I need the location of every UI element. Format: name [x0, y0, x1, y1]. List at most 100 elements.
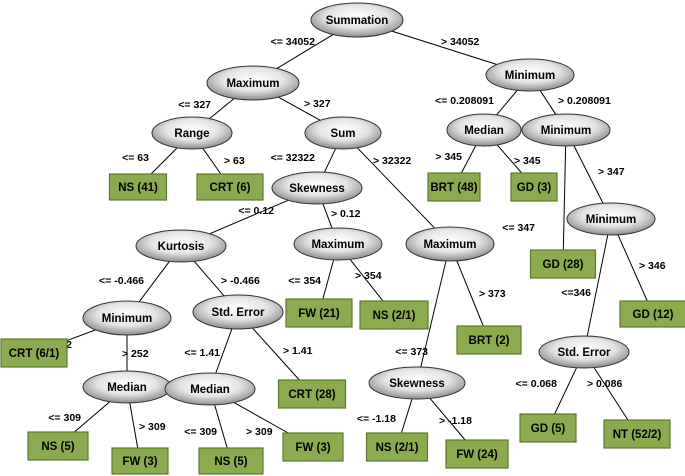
- edge-minimum-3-to-std-error-2: [586, 234, 609, 337]
- node-label: Minimum: [102, 313, 152, 325]
- leaf-box: [277, 379, 347, 409]
- edge-median-3-to-leaf-ns-5-b: [214, 404, 228, 449]
- edge-std-error-2-to-leaf-nt-52-2: [593, 367, 629, 421]
- leaf-box: [285, 298, 353, 328]
- leaf-node-leaf-gd-28: GD (28): [529, 249, 597, 279]
- split-node-minimum-3: Minimum: [566, 202, 656, 236]
- split-node-minimum-4: Minimum: [82, 300, 172, 336]
- node-label: Median: [464, 125, 504, 137]
- node-label: GD (28): [543, 259, 584, 271]
- edge-median-1-to-leaf-brt-48: [460, 145, 477, 174]
- node-label: Std. Error: [557, 347, 611, 359]
- split-ellipse: [151, 116, 233, 150]
- split-node-maximum-2: Maximum: [293, 227, 383, 261]
- split-ellipse: [485, 58, 575, 92]
- split-node-maximum-3: Maximum: [405, 226, 495, 262]
- edges-layer: [66, 30, 648, 449]
- leaf-node-leaf-crt-6-1: CRT (6/1): [0, 338, 68, 368]
- split-ellipse: [446, 113, 522, 147]
- leaf-box: [111, 447, 169, 475]
- split-node-range: Range: [151, 116, 233, 150]
- edge-labels-layer: <= 34052> 34052<= 327> 327<= 0.208091> 0…: [39, 36, 665, 438]
- split-node-std-error-2: Std. Error: [538, 335, 630, 369]
- node-label: NS (2/1): [376, 442, 419, 454]
- edge-median-2-to-leaf-ns-5-a: [74, 401, 111, 433]
- edge-maximum-3-to-leaf-brt-2: [456, 260, 484, 327]
- leaf-node-leaf-gd-5: GD (5): [519, 413, 577, 443]
- split-node-summation: Summation: [310, 2, 404, 38]
- leaf-box: [510, 172, 558, 202]
- edge-sum-to-maximum-3: [356, 147, 436, 229]
- split-ellipse: [521, 113, 611, 147]
- leaf-node-leaf-crt-28: CRT (28): [277, 379, 347, 409]
- edge-label-maximum-1-to-range: <= 327: [178, 99, 211, 111]
- node-label: NS (5): [41, 441, 74, 453]
- edge-maximum-3-to-skewness-2: [420, 260, 447, 368]
- split-ellipse: [310, 2, 404, 38]
- edge-range-to-leaf-ns-41: [150, 147, 178, 175]
- leaf-node-leaf-crt-6: CRT (6): [196, 173, 264, 201]
- leaf-box: [108, 173, 168, 201]
- edge-label-median-2-to-leaf-fw-3-a: > 309: [139, 421, 166, 433]
- edge-median-2-to-leaf-fw-3-a: [129, 402, 139, 449]
- edge-sum-to-skewness-1: [324, 148, 337, 173]
- edge-label-maximum-2-to-leaf-ns-2-1-a: > 354: [355, 270, 382, 282]
- edge-label-skewness-2-to-leaf-ns-2-1-b: <= -1.18: [357, 413, 396, 425]
- node-label: Range: [174, 128, 209, 140]
- edge-minimum-1-to-minimum-2: [539, 90, 557, 115]
- edge-summation-to-minimum-1: [391, 30, 498, 65]
- split-node-median-3: Median: [164, 372, 256, 406]
- node-label: CRT (6): [210, 182, 251, 194]
- edge-skewness-2-to-leaf-ns-2-1-b: [400, 398, 413, 434]
- edge-summation-to-maximum-1: [276, 34, 334, 69]
- node-label: Median: [190, 384, 230, 396]
- node-label: Minimum: [505, 70, 555, 82]
- leaf-node-leaf-brt-2: BRT (2): [456, 325, 522, 355]
- edge-label-kurtosis-to-std-error-1: > -0.466: [221, 275, 260, 287]
- split-ellipse: [135, 229, 227, 263]
- leaf-box: [198, 447, 264, 475]
- leaf-node-leaf-ns-41: NS (41): [108, 173, 168, 201]
- split-node-median-1: Median: [446, 113, 522, 147]
- edge-label-std-error-2-to-leaf-gd-5: <= 0.068: [516, 378, 558, 390]
- edge-skewness-2-to-leaf-fw-24: [429, 398, 466, 441]
- node-label: CRT (6/1): [9, 348, 60, 360]
- edge-label-maximum-1-to-sum: > 327: [304, 98, 331, 110]
- split-ellipse: [192, 294, 284, 330]
- leaf-box: [445, 439, 509, 469]
- leaf-box: [519, 413, 577, 443]
- node-label: FW (3): [295, 442, 330, 454]
- edge-label-range-to-leaf-ns-41: <= 63: [122, 152, 149, 164]
- node-label: Sum: [331, 128, 356, 140]
- leaf-box: [427, 172, 481, 202]
- edge-label-skewness-1-to-kurtosis: <= 0.12: [238, 205, 274, 217]
- edge-kurtosis-to-std-error-1: [193, 260, 225, 297]
- leaf-node-leaf-ns-5-a: NS (5): [27, 431, 89, 461]
- split-node-skewness-1: Skewness: [271, 171, 363, 205]
- edge-label-median-3-to-leaf-fw-3-b: > 309: [246, 426, 273, 438]
- edge-label-minimum-3-to-std-error-2: <=346: [561, 287, 591, 299]
- node-label: GD (3): [517, 182, 552, 194]
- split-ellipse: [304, 116, 382, 150]
- leaf-node-leaf-fw-3-b: FW (3): [282, 432, 344, 462]
- node-label: Maximum: [311, 239, 364, 251]
- leaf-node-leaf-gd-12: GD (12): [619, 300, 685, 328]
- node-label: BRT (2): [469, 335, 510, 347]
- edge-label-median-1-to-leaf-gd-3: > 345: [514, 155, 541, 167]
- edge-label-sum-to-skewness-1: <= 32322: [271, 152, 316, 164]
- edge-label-minimum-2-to-minimum-3: > 347: [598, 166, 625, 178]
- leaf-box: [0, 338, 68, 368]
- leaf-box: [282, 432, 344, 462]
- edge-label-minimum-1-to-minimum-2: > 0.208091: [558, 95, 611, 107]
- split-node-median-2: Median: [82, 370, 172, 404]
- edge-median-1-to-leaf-gd-3: [496, 144, 523, 174]
- node-label: Median: [107, 382, 147, 394]
- edge-range-to-leaf-crt-6: [202, 148, 222, 175]
- edge-label-median-2-to-leaf-ns-5-a: <= 309: [48, 412, 81, 424]
- edge-maximum-2-to-leaf-ns-2-1-a: [349, 259, 384, 302]
- edge-label-minimum-4-to-median-2: > 252: [122, 348, 149, 360]
- node-label: NS (2/1): [373, 310, 416, 322]
- leaf-box: [27, 431, 89, 461]
- edge-label-maximum-3-to-leaf-brt-2: > 373: [479, 288, 506, 300]
